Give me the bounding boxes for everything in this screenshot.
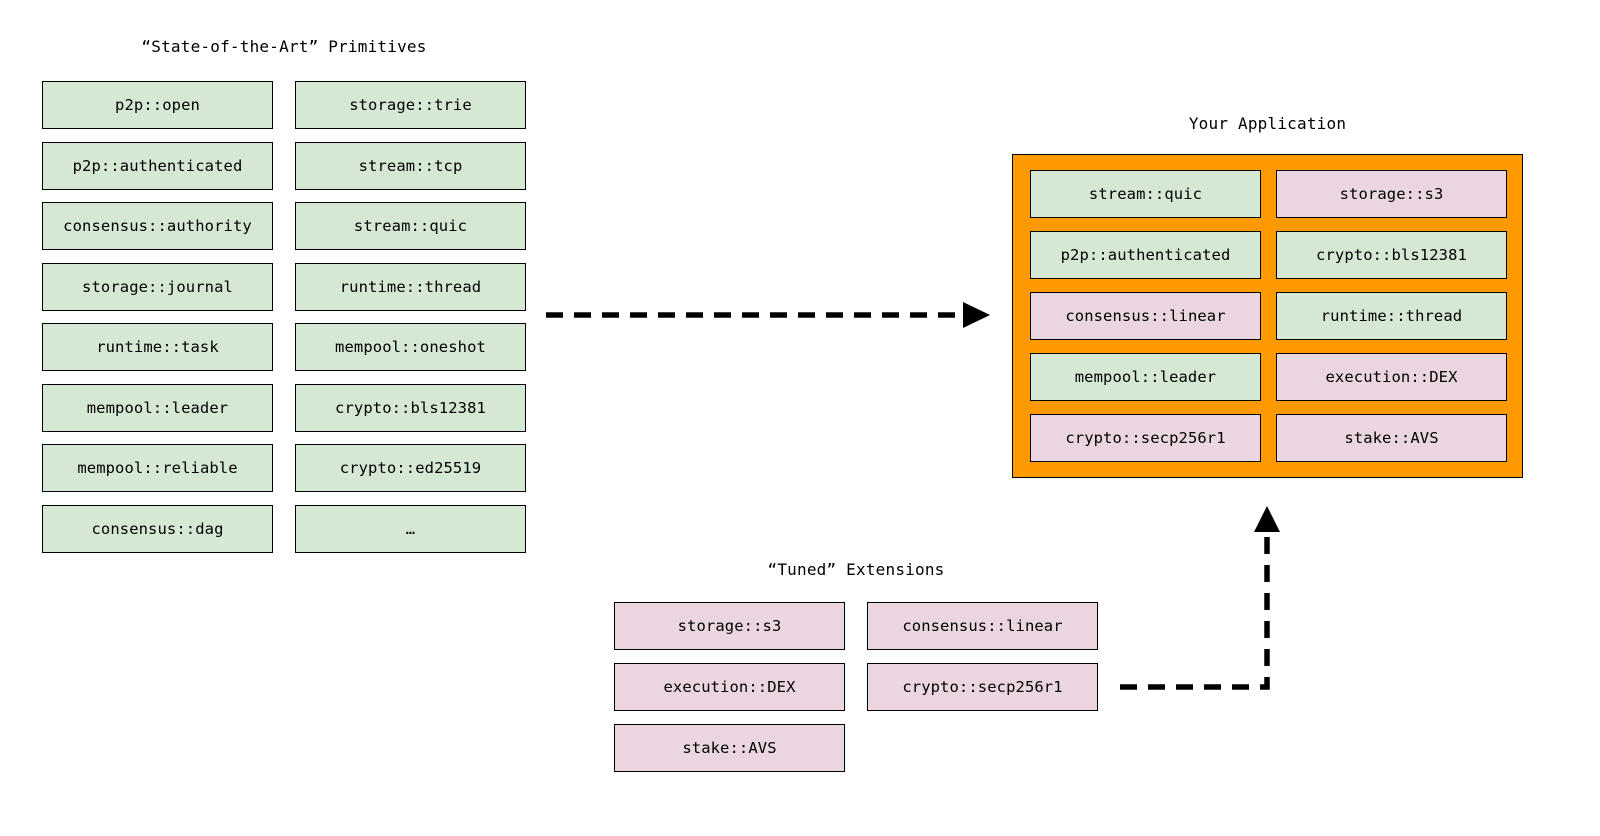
application-node[interactable]: storage::s3 [1276, 170, 1507, 218]
node-label: consensus::authority [63, 217, 252, 235]
node-label: stream::quic [353, 217, 468, 235]
node-label: storage::journal [82, 278, 233, 296]
application-node[interactable]: runtime::thread [1276, 292, 1507, 340]
arrow-primitives-to-application [546, 302, 990, 328]
node-label: mempool::reliable [77, 459, 238, 477]
primitive-node[interactable]: runtime::task [42, 323, 273, 371]
extension-node[interactable]: consensus::linear [867, 602, 1098, 650]
application-node[interactable]: crypto::secp256r1 [1030, 414, 1261, 462]
node-label: stream::quic [1088, 185, 1203, 203]
node-label: crypto::secp256r1 [1065, 429, 1226, 447]
primitive-node[interactable]: crypto::ed25519 [295, 444, 526, 492]
extension-node[interactable]: execution::DEX [614, 663, 845, 711]
primitive-node[interactable]: mempool::leader [42, 384, 273, 432]
node-label: mempool::leader [86, 399, 229, 417]
node-label: crypto::ed25519 [339, 459, 482, 477]
node-label: runtime::thread [1320, 307, 1463, 325]
node-label: crypto::secp256r1 [902, 678, 1063, 696]
primitive-node[interactable]: runtime::thread [295, 263, 526, 311]
primitive-node[interactable]: consensus::dag [42, 505, 273, 553]
extension-node[interactable]: stake::AVS [614, 724, 845, 772]
node-label: mempool::oneshot [335, 338, 486, 356]
node-label: stake::AVS [682, 739, 777, 757]
application-node[interactable]: p2p::authenticated [1030, 231, 1261, 279]
application-node[interactable]: crypto::bls12381 [1276, 231, 1507, 279]
node-label: execution::DEX [663, 678, 796, 696]
node-label: p2p::open [115, 96, 200, 114]
application-node[interactable]: consensus::linear [1030, 292, 1261, 340]
node-label: runtime::thread [339, 278, 482, 296]
node-label: consensus::linear [902, 617, 1063, 635]
arrow-extensions-to-application [1120, 506, 1280, 690]
primitive-node[interactable]: p2p::authenticated [42, 142, 273, 190]
node-label: consensus::linear [1065, 307, 1226, 325]
node-label: stream::tcp [358, 157, 463, 175]
node-label: runtime::task [96, 338, 219, 356]
primitive-node[interactable]: storage::trie [295, 81, 526, 129]
primitive-node[interactable]: p2p::open [42, 81, 273, 129]
node-label: consensus::dag [91, 520, 224, 538]
node-label: execution::DEX [1325, 368, 1458, 386]
node-label: crypto::bls12381 [1316, 246, 1467, 264]
node-label: crypto::bls12381 [335, 399, 486, 417]
extensions-section-title: “Tuned” Extensions [767, 560, 945, 579]
application-node[interactable]: stake::AVS [1276, 414, 1507, 462]
node-label: … [405, 520, 416, 538]
node-label: storage::s3 [1339, 185, 1444, 203]
node-label: storage::trie [349, 96, 472, 114]
application-node[interactable]: stream::quic [1030, 170, 1261, 218]
application-section-title: Your Application [1188, 114, 1347, 133]
extension-node[interactable]: crypto::secp256r1 [867, 663, 1098, 711]
node-label: stake::AVS [1344, 429, 1439, 447]
application-node[interactable]: execution::DEX [1276, 353, 1507, 401]
primitive-node[interactable]: mempool::reliable [42, 444, 273, 492]
primitives-section-title: “State-of-the-Art” Primitives [141, 37, 427, 56]
primitive-node[interactable]: consensus::authority [42, 202, 273, 250]
primitive-node[interactable]: storage::journal [42, 263, 273, 311]
primitive-node[interactable]: … [295, 505, 526, 553]
node-label: storage::s3 [677, 617, 782, 635]
node-label: mempool::leader [1074, 368, 1217, 386]
primitive-node[interactable]: stream::tcp [295, 142, 526, 190]
application-node[interactable]: mempool::leader [1030, 353, 1261, 401]
primitive-node[interactable]: stream::quic [295, 202, 526, 250]
node-label: p2p::authenticated [1060, 246, 1231, 264]
extension-node[interactable]: storage::s3 [614, 602, 845, 650]
primitive-node[interactable]: mempool::oneshot [295, 323, 526, 371]
node-label: p2p::authenticated [72, 157, 243, 175]
primitive-node[interactable]: crypto::bls12381 [295, 384, 526, 432]
